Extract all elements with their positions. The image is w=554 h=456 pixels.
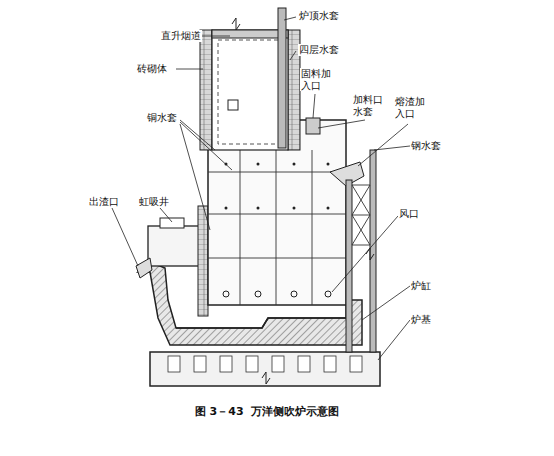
steel-frame (346, 150, 376, 352)
part-label: 虹吸井 (138, 196, 170, 208)
siphon-well (136, 206, 208, 316)
furnace-base (150, 352, 380, 386)
part-label: 风口 (398, 208, 420, 220)
uptake-flue (200, 8, 300, 150)
figure-caption: 图 3－43 万洋侧吹炉示意图 (195, 404, 339, 419)
leader-lines (112, 17, 410, 360)
part-label: 炉基 (410, 314, 432, 326)
part-label: 砖砌体 (136, 63, 168, 75)
part-label: 出渣口 (88, 196, 120, 208)
part-label: 炉缸 (410, 280, 432, 292)
part-label: 炉顶水套 (298, 10, 340, 22)
part-label: 四层水套 (298, 44, 340, 56)
part-label: 直升烟道 (160, 30, 202, 42)
part-label: 钢水套 (410, 140, 442, 152)
feed-inlets (306, 118, 364, 186)
part-label: 熔渣加入口 (394, 96, 428, 119)
part-label: 铜水套 (146, 112, 178, 124)
part-label: 加料口水套 (352, 94, 386, 117)
part-label: 固料加入口 (300, 68, 334, 91)
